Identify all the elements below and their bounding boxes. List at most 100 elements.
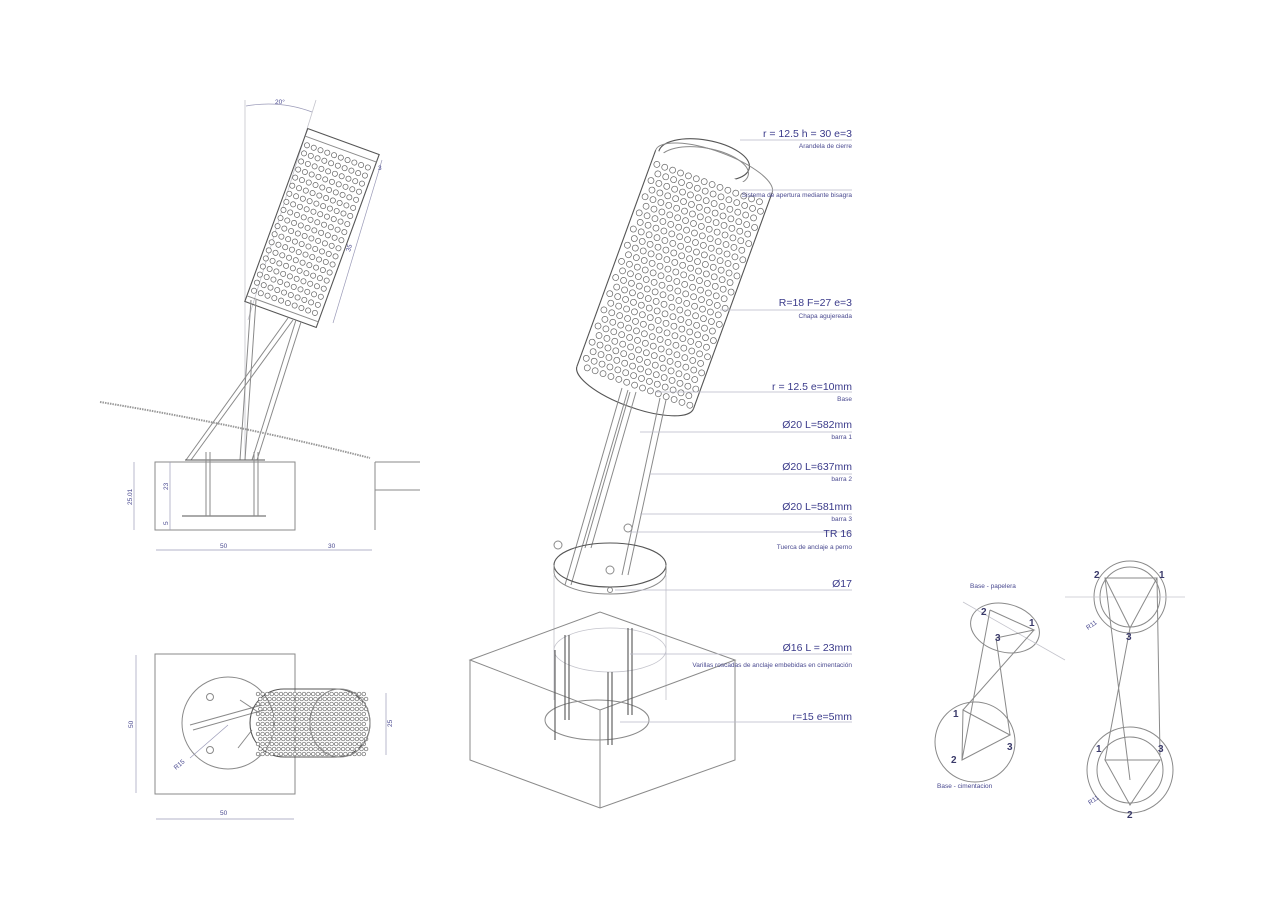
perforation-hole bbox=[338, 731, 343, 737]
perforation-hole bbox=[271, 726, 277, 732]
perforation-hole bbox=[315, 731, 320, 737]
perforation-hole bbox=[703, 206, 711, 214]
perforation-hole bbox=[294, 746, 300, 752]
perforation-hole bbox=[642, 202, 650, 210]
perforation-hole bbox=[298, 241, 305, 247]
perforation-hole bbox=[641, 330, 648, 338]
perforation-hole bbox=[651, 215, 659, 222]
perforation-hole bbox=[343, 721, 348, 727]
perforation-hole bbox=[299, 746, 304, 752]
perforation-hole bbox=[340, 746, 346, 752]
perforation-hole bbox=[260, 741, 265, 747]
perforation-hole bbox=[606, 363, 614, 371]
perforation-hole bbox=[285, 716, 291, 722]
perforation-hole bbox=[304, 142, 310, 149]
perforation-hole bbox=[717, 193, 725, 201]
perforation-hole bbox=[328, 160, 335, 167]
perforation-hole bbox=[258, 716, 263, 722]
perforation-hole bbox=[271, 295, 278, 302]
perforation-hole bbox=[306, 691, 311, 697]
perforation-hole bbox=[659, 291, 667, 299]
perforation-hole bbox=[293, 193, 300, 200]
perforation-hole bbox=[678, 325, 686, 333]
perforation-hole bbox=[672, 195, 679, 203]
perforation-hole bbox=[693, 321, 700, 329]
perforation-hole bbox=[665, 275, 673, 282]
perforation-hole bbox=[297, 721, 302, 727]
perforation-hole bbox=[751, 224, 758, 231]
perforation-hole bbox=[313, 696, 318, 702]
perforation-hole bbox=[723, 250, 731, 258]
perforation-hole bbox=[660, 374, 668, 381]
perforation-hole bbox=[285, 736, 291, 742]
perforation-hole bbox=[588, 338, 596, 346]
perforation-hole bbox=[347, 701, 353, 707]
point-label: 2 bbox=[1127, 810, 1133, 821]
perforation-hole bbox=[698, 232, 706, 240]
perforation-hole bbox=[352, 701, 357, 707]
perforation-hole bbox=[258, 696, 263, 702]
perforation-hole bbox=[744, 230, 752, 238]
perforation-hole bbox=[628, 279, 635, 287]
perforation-hole bbox=[348, 167, 355, 174]
perforation-hole bbox=[281, 696, 286, 702]
perforation-hole bbox=[294, 716, 300, 722]
perforation-hole bbox=[717, 266, 725, 274]
perforation-hole bbox=[638, 375, 645, 382]
perforation-hole bbox=[645, 231, 653, 239]
perforation-hole bbox=[350, 706, 355, 712]
perforation-hole bbox=[321, 221, 327, 228]
perforation-hole bbox=[726, 205, 734, 213]
perforation-hole bbox=[663, 256, 671, 263]
perforation-hole bbox=[301, 296, 308, 303]
perforation-hole bbox=[636, 219, 644, 226]
perforation-hole bbox=[292, 701, 297, 707]
perforation-hole bbox=[288, 741, 293, 747]
foundation-block bbox=[154, 461, 296, 531]
perforation-hole bbox=[283, 751, 288, 757]
perforation-hole bbox=[306, 731, 311, 737]
perforation-hole bbox=[322, 736, 327, 742]
perforation-hole bbox=[324, 711, 330, 717]
perforation-hole bbox=[267, 736, 272, 742]
perforation-hole bbox=[278, 297, 285, 304]
perforation-hole bbox=[662, 319, 670, 327]
perforation-hole bbox=[354, 726, 360, 732]
perforation-hole bbox=[294, 706, 300, 712]
perforation-hole bbox=[735, 218, 743, 226]
perforation-hole bbox=[295, 249, 302, 256]
perforation-hole bbox=[693, 248, 700, 256]
perforation-hole bbox=[300, 214, 307, 221]
perforation-hole bbox=[721, 231, 729, 239]
perforation-hole bbox=[637, 228, 645, 236]
perforation-hole bbox=[297, 286, 304, 293]
perforation-hole bbox=[305, 243, 312, 250]
perforation-hole bbox=[648, 259, 656, 267]
perforation-hole bbox=[302, 187, 309, 194]
perforation-hole bbox=[736, 227, 744, 235]
perforation-hole bbox=[260, 721, 265, 727]
perforation-hole bbox=[347, 731, 353, 737]
perforation-hole bbox=[619, 340, 627, 348]
perforation-hole bbox=[254, 279, 260, 286]
perforation-hole bbox=[688, 274, 695, 282]
perforation-hole bbox=[641, 193, 649, 201]
perforation-hole bbox=[659, 364, 667, 372]
perforation-hole bbox=[652, 224, 660, 232]
perforation-hole bbox=[352, 178, 359, 185]
perforation-hole bbox=[320, 751, 325, 757]
callout-sub: barra 2 bbox=[831, 476, 852, 483]
perforation-hole bbox=[590, 357, 598, 365]
perforation-hole bbox=[295, 166, 302, 173]
perforation-hole bbox=[629, 289, 636, 297]
perforation-hole bbox=[756, 198, 763, 206]
perforated-bin-side bbox=[244, 127, 380, 329]
perforation-hole bbox=[733, 199, 741, 206]
perforation-hole bbox=[359, 716, 364, 722]
perforation-hole bbox=[343, 701, 348, 707]
perforation-hole bbox=[715, 247, 723, 255]
perforation-hole bbox=[313, 726, 318, 732]
perforation-hole bbox=[644, 358, 651, 366]
perforation-hole bbox=[276, 746, 281, 752]
perforation-hole bbox=[656, 336, 664, 343]
